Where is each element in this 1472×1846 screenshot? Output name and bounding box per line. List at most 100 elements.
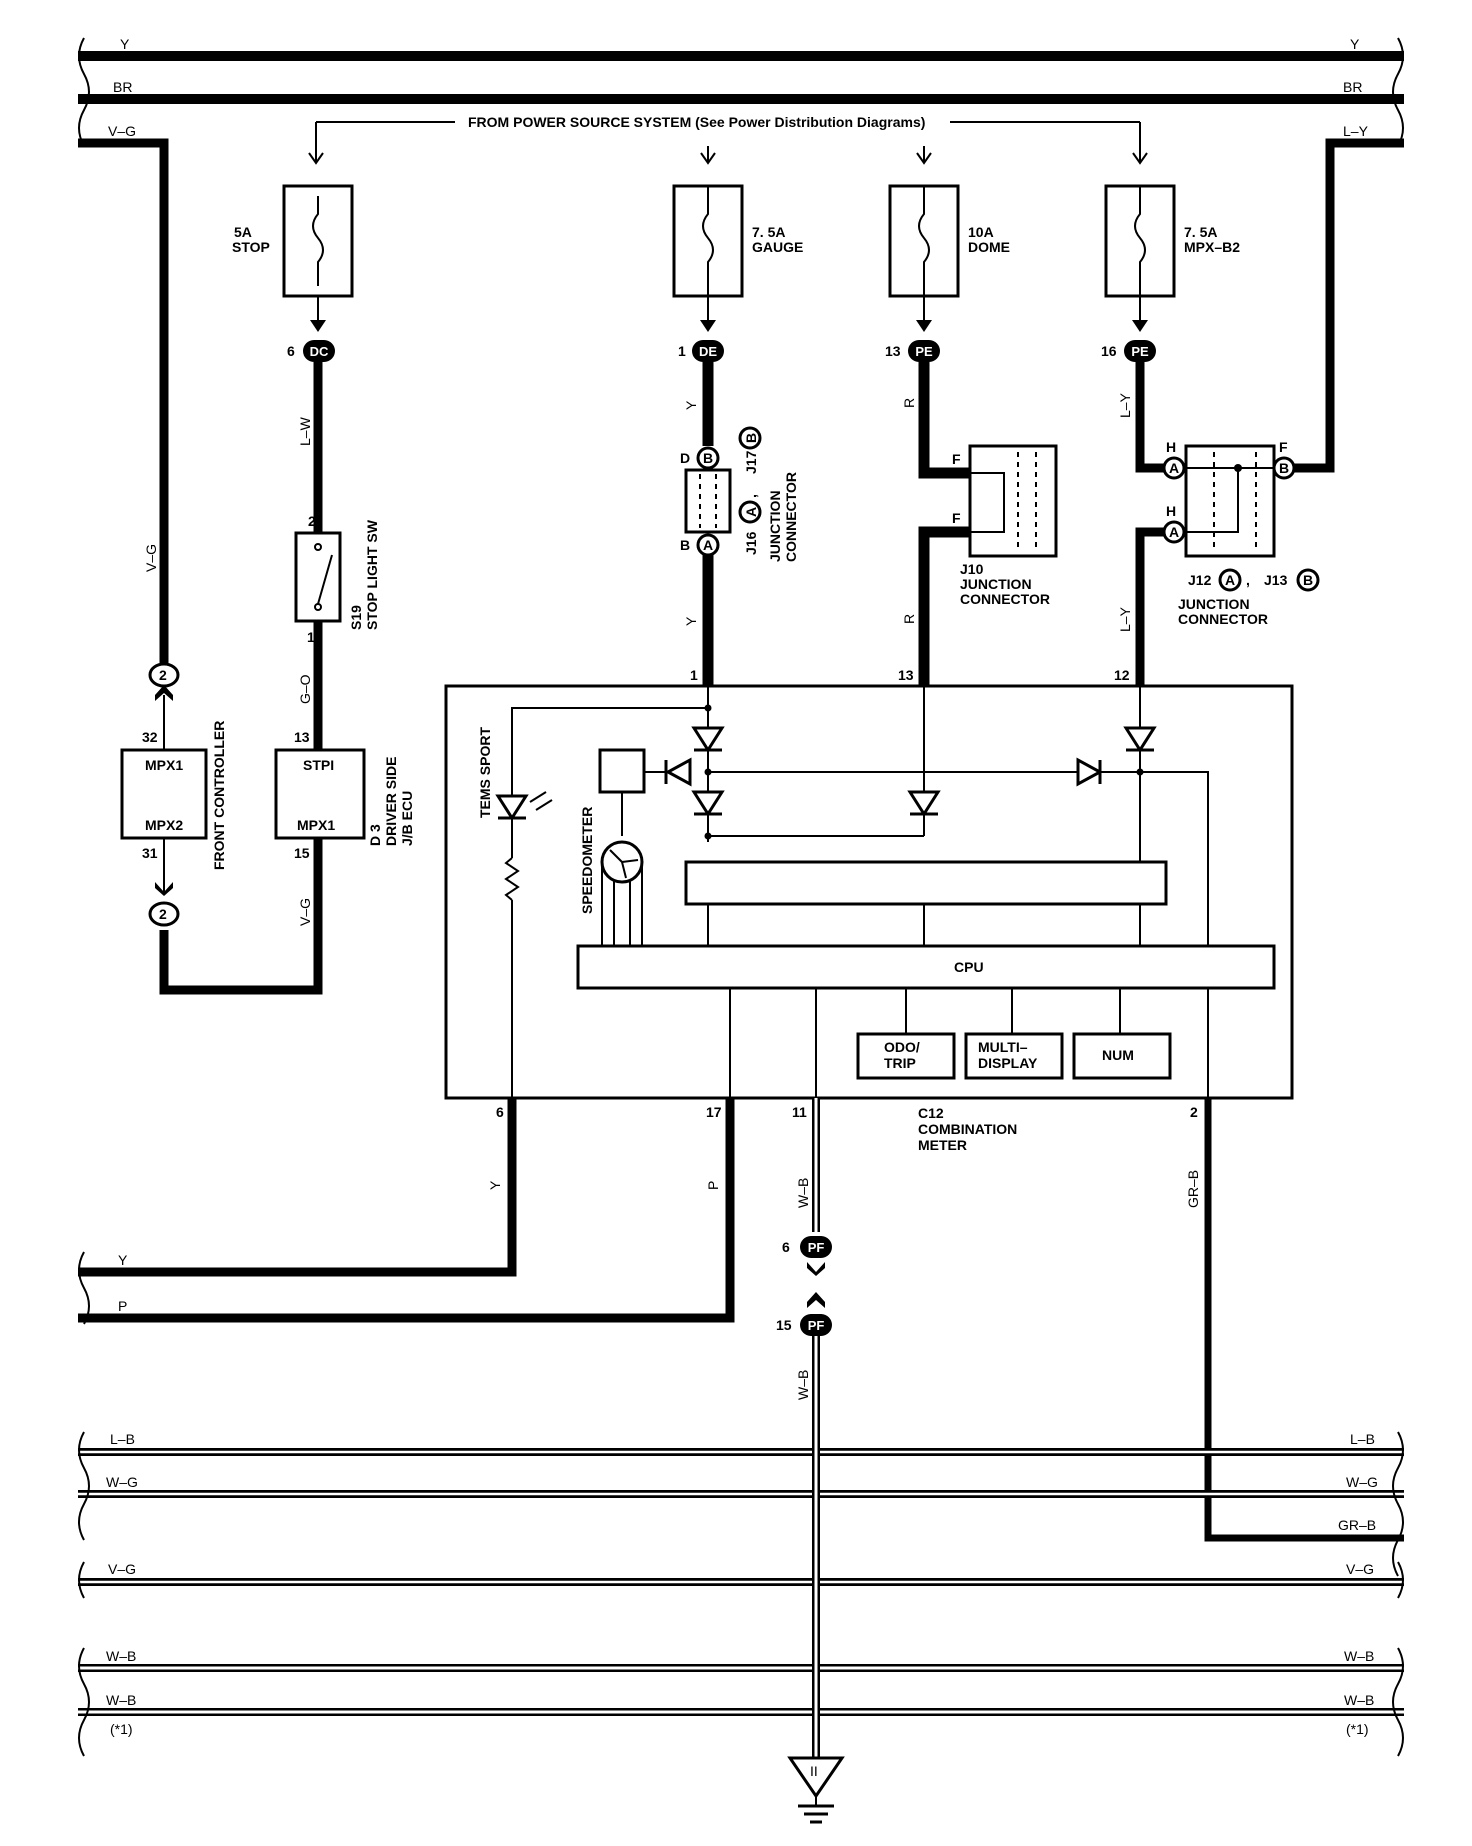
stop-light-branch: 2 1 S19 STOP LIGHT SW L–W G–O	[294, 362, 380, 750]
front-controller-bottom: MPX2	[145, 817, 183, 833]
fuse-dome-name: DOME	[968, 239, 1010, 255]
meter-line1: COMBINATION	[918, 1121, 1017, 1137]
connector-pe2-pin: 16	[1101, 343, 1117, 359]
wire-color-vg-left2: V–G	[297, 898, 313, 926]
jb-ecu: STPI MPX1 13 15 D 3 DRIVER SIDE J/B ECU	[274, 729, 415, 861]
j10-pin1: F	[952, 451, 961, 467]
j12-line2: CONNECTOR	[1178, 611, 1268, 627]
connector-pe-2: PE 16	[1101, 340, 1156, 362]
bus-bottom-left-5: W–B	[106, 1692, 136, 1708]
meter-pin-top-1: 1	[690, 667, 698, 683]
j16-label2: J17	[743, 450, 759, 474]
meter-multi-line2: DISPLAY	[978, 1055, 1038, 1071]
bus-bottom-right-0: L–B	[1350, 1431, 1375, 1447]
connector-pf1-pin: 6	[782, 1239, 790, 1255]
j12-pin-left2-letter: A	[1169, 524, 1179, 540]
j12-label2: J13	[1264, 572, 1288, 588]
fuse-mpx-b2-rating: 7. 5A	[1184, 224, 1217, 240]
j10-line1: JUNCTION	[960, 576, 1032, 592]
power-source-label: FROM POWER SOURCE SYSTEM (See Power Dist…	[468, 114, 925, 130]
bus-bottom-left-1: W–G	[106, 1474, 138, 1490]
jb-ecu-pin-top: 13	[294, 729, 310, 745]
fuse-gauge-rating: 7. 5A	[752, 224, 785, 240]
connector-dc: DC 6	[287, 340, 335, 362]
jb-ecu-pin-bottom: 15	[294, 845, 310, 861]
jb-ecu-line1: DRIVER SIDE	[383, 757, 399, 846]
wire-color-grb: GR–B	[1185, 1170, 1201, 1208]
j16-letter1: A	[743, 507, 759, 517]
wire-color-ly1: L–Y	[1117, 392, 1133, 418]
meter-speedometer-label: SPEEDOMETER	[579, 807, 595, 914]
bus-label-right-2: L–Y	[1343, 123, 1369, 139]
bus-bottom-right-2: GR–B	[1338, 1517, 1376, 1533]
bus-bottom-right-3: V–G	[1346, 1561, 1374, 1577]
connector-dc-code: DC	[310, 344, 329, 359]
connector-pe1-pin: 13	[885, 343, 901, 359]
wire-color-p-out: P	[705, 1181, 721, 1190]
jb-ecu-bottom: MPX1	[297, 817, 335, 833]
j16-line1: JUNCTION	[767, 490, 783, 562]
j10-pin2: F	[952, 510, 961, 526]
bus-label-right-0: Y	[1350, 36, 1360, 52]
fuse-dome: 10A DOME	[888, 184, 1010, 298]
connector-de-pin: 1	[678, 343, 686, 359]
footnote-right: (*1)	[1346, 1721, 1369, 1737]
j12-letter1: A	[1225, 572, 1235, 588]
ground-code: II	[810, 1763, 818, 1779]
wire-vg-loop	[159, 838, 323, 995]
footnote-left: (*1)	[110, 1721, 133, 1737]
fuse-mpx-b2-name: MPX–B2	[1184, 239, 1240, 255]
meter-multi-line1: MULTI–	[978, 1039, 1028, 1055]
meter-cpu-label: CPU	[954, 959, 984, 975]
bus-label-left-2: V–G	[108, 123, 136, 139]
bus-bottom-left-0: L–B	[110, 1431, 135, 1447]
wire-ly-right	[1285, 138, 1404, 473]
wire-color-r-dome1: R	[901, 398, 917, 408]
gauge-branch: Y B D A B Y J16 A , J17 B JUNCTION CONNE…	[680, 362, 799, 686]
wire-color-vg-left: V–G	[143, 544, 159, 572]
meter-odo-line2: TRIP	[884, 1055, 916, 1071]
connector-pf2-code: PF	[808, 1318, 825, 1333]
wire-color-r-dome2: R	[901, 614, 917, 624]
connector-pe1-code: PE	[915, 344, 933, 359]
j16-pin-bottom: B	[680, 537, 690, 553]
stop-sw-code: S19	[348, 605, 364, 630]
ground-symbol: II	[787, 1756, 845, 1824]
j16-pin-bottom-letter: A	[703, 537, 713, 553]
j16-pin-top: D	[680, 450, 690, 466]
mpx-branch: L–Y L–Y A H A H B F J12 A , J13 B JUNCTI…	[1117, 362, 1320, 686]
wire-color-wb2: W–B	[795, 1370, 811, 1400]
connector-de-code: DE	[699, 344, 717, 359]
bus-label-left-1: BR	[113, 79, 132, 95]
wire-color-ly2: L–Y	[1117, 606, 1133, 632]
meter-pin-bottom-17: 17	[706, 1104, 722, 1120]
j16-pin-top-letter: B	[703, 450, 713, 466]
power-source: FROM POWER SOURCE SYSTEM (See Power Dist…	[308, 114, 1148, 165]
fuse-stop: 5A STOP	[232, 184, 354, 298]
meter-tems-label: TEMS SPORT	[477, 727, 493, 818]
connector-pf2-pin: 15	[776, 1317, 792, 1333]
jb-ecu-top: STPI	[303, 757, 334, 773]
fuse-gauge: 7. 5A GAUGE	[672, 184, 803, 298]
fuse-stop-name: STOP	[232, 239, 270, 255]
connector-de: DE 1	[678, 340, 724, 362]
wire-color-go: G–O	[297, 674, 313, 704]
meter-code: C12	[918, 1105, 944, 1121]
j12-pin-left1-letter: A	[1169, 460, 1179, 476]
mid-bus-label-y: Y	[118, 1252, 128, 1268]
connector-pf1-code: PF	[808, 1240, 825, 1255]
combination-meter: 1 13 12	[444, 667, 1294, 1153]
front-controller: V–G 2 MPX1 MPX2 32 31 FRONT CONTROLLER 2	[120, 544, 227, 927]
bus-bottom-left-4: W–B	[106, 1648, 136, 1664]
connector-pe2-code: PE	[1131, 344, 1149, 359]
connector-2a: 2	[159, 667, 167, 683]
j12-label1: J12	[1188, 572, 1212, 588]
j12-pin-right: F	[1279, 439, 1288, 455]
front-controller-pin-top: 32	[142, 729, 158, 745]
j12-pin-left1: H	[1166, 439, 1176, 455]
meter-pin-bottom-11: 11	[792, 1104, 807, 1120]
j10-line2: CONNECTOR	[960, 591, 1050, 607]
wire-color-wb1: W–B	[795, 1178, 811, 1208]
fuse-drops	[310, 296, 1148, 332]
